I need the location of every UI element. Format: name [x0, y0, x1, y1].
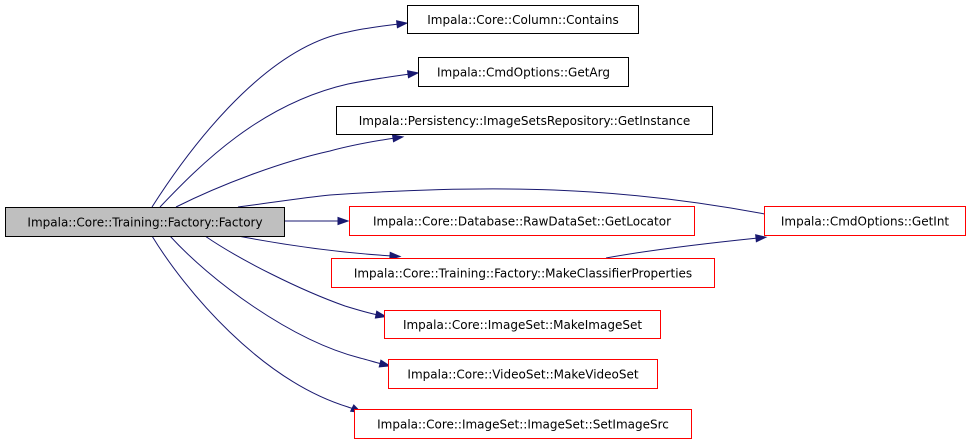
node-label: Impala::CmdOptions::GetArg	[437, 66, 610, 80]
edge-factory-to-contains	[151, 20, 409, 208]
node-box[interactable]	[418, 57, 629, 87]
edge-arrowhead	[755, 234, 768, 243]
node-makeimageset[interactable]: Impala::Core::ImageSet::MakeImageSet	[384, 310, 661, 339]
node-box[interactable]	[331, 258, 715, 288]
edge-line	[159, 73, 411, 208]
node-getlocator[interactable]: Impala::Core::Database::RawDataSet::GetL…	[349, 206, 695, 236]
edge-line	[237, 235, 393, 257]
node-box[interactable]	[388, 359, 658, 389]
call-graph-nodes: Impala::Core::Training::Factory::Factory…	[5, 5, 966, 439]
edge-arrowhead	[337, 216, 350, 226]
node-getinstance[interactable]: Impala::Persistency::ImageSetsRepository…	[336, 106, 713, 135]
node-makeclassifier[interactable]: Impala::Core::Training::Factory::MakeCla…	[331, 258, 715, 288]
node-setimagesrc[interactable]: Impala::Core::ImageSet::ImageSet::SetIma…	[354, 409, 692, 439]
node-box[interactable]	[349, 206, 695, 236]
edge-line	[605, 237, 759, 259]
node-label: Impala::Core::ImageSet::ImageSet::SetIma…	[377, 418, 669, 432]
edge-line	[204, 235, 379, 316]
node-box[interactable]	[5, 207, 285, 237]
edge-factory-to-setimagesrc	[151, 235, 363, 414]
edge-factory-to-getinstance	[175, 134, 405, 208]
node-box[interactable]	[407, 5, 639, 34]
edge-arrowhead	[406, 70, 420, 79]
node-label: Impala::Core::Training::Factory::Factory	[27, 216, 262, 230]
node-box[interactable]	[336, 106, 713, 135]
node-label: Impala::Core::Column::Contains	[427, 13, 618, 27]
edge-factory-to-getlocator	[284, 216, 350, 226]
node-label: Impala::Core::VideoSet::MakeVideoSet	[407, 368, 638, 382]
node-getint[interactable]: Impala::CmdOptions::GetInt	[764, 206, 966, 236]
edge-factory-to-makeimageset	[204, 235, 388, 319]
edge-factory-to-makeclassifier	[237, 235, 402, 261]
node-box[interactable]	[764, 206, 966, 236]
node-label: Impala::Core::Training::Factory::MakeCla…	[354, 267, 692, 281]
edge-line	[237, 188, 771, 216]
node-box[interactable]	[354, 409, 692, 439]
edge-arrowhead	[396, 20, 409, 29]
edge-line	[169, 235, 383, 365]
edge-factory-to-makevideoset	[169, 235, 392, 368]
node-factory[interactable]: Impala::Core::Training::Factory::Factory	[5, 207, 285, 237]
node-label: Impala::Core::ImageSet::MakeImageSet	[403, 318, 642, 332]
node-box[interactable]	[384, 310, 661, 339]
edge-arrowhead	[389, 251, 402, 261]
edge-line	[151, 235, 355, 410]
edge-arrowhead	[374, 310, 388, 319]
node-label: Impala::CmdOptions::GetInt	[781, 215, 950, 229]
edge-line	[175, 137, 396, 208]
edge-factory-to-getarg	[159, 70, 420, 208]
edge-makeclassifier-to-getint	[605, 234, 768, 259]
edge-arrowhead	[391, 134, 405, 143]
node-contains[interactable]: Impala::Core::Column::Contains	[407, 5, 639, 34]
edge-arrowhead	[378, 359, 392, 368]
node-label: Impala::Persistency::ImageSetsRepository…	[359, 114, 691, 128]
node-getarg[interactable]: Impala::CmdOptions::GetArg	[418, 57, 629, 87]
node-makevideoset[interactable]: Impala::Core::VideoSet::MakeVideoSet	[388, 359, 658, 389]
node-label: Impala::Core::Database::RawDataSet::GetL…	[373, 215, 671, 229]
edge-line	[151, 23, 400, 208]
